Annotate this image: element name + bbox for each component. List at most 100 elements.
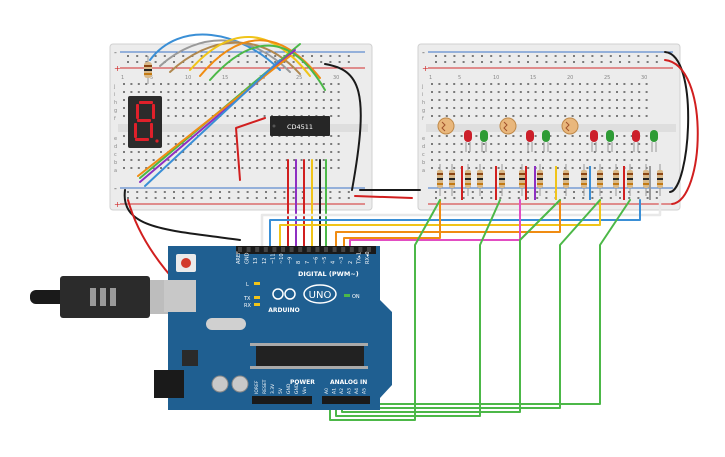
breadboard-hole[interactable] bbox=[638, 83, 641, 85]
breadboard-hole[interactable] bbox=[241, 99, 244, 101]
rail-hole[interactable] bbox=[573, 191, 575, 193]
rail-hole[interactable] bbox=[655, 197, 658, 199]
breadboard-hole[interactable] bbox=[130, 151, 133, 153]
breadboard-hole[interactable] bbox=[219, 151, 222, 153]
rail-hole[interactable] bbox=[136, 191, 139, 193]
breadboard-hole[interactable] bbox=[482, 115, 485, 117]
breadboard-hole[interactable] bbox=[527, 167, 530, 169]
breadboard-hole[interactable] bbox=[453, 99, 456, 101]
breadboard-hole[interactable] bbox=[152, 167, 155, 169]
breadboard-hole[interactable] bbox=[571, 83, 574, 85]
breadboard-hole[interactable] bbox=[460, 143, 463, 145]
rail-hole[interactable] bbox=[338, 61, 341, 63]
breadboard-hole[interactable] bbox=[431, 99, 433, 101]
breadboard-hole[interactable] bbox=[189, 99, 192, 101]
breadboard-hole[interactable] bbox=[189, 83, 192, 85]
breadboard-hole[interactable] bbox=[482, 159, 485, 161]
breadboard-hole[interactable] bbox=[460, 99, 463, 101]
breadboard-hole[interactable] bbox=[315, 107, 318, 109]
breadboard-hole[interactable] bbox=[308, 99, 310, 101]
rail-hole[interactable] bbox=[536, 197, 539, 199]
led-red[interactable] bbox=[590, 130, 598, 142]
breadboard-hole[interactable] bbox=[167, 83, 170, 85]
breadboard-hole[interactable] bbox=[586, 167, 589, 169]
rail-hole[interactable] bbox=[490, 197, 493, 199]
breadboard-hole[interactable] bbox=[534, 115, 537, 117]
breadboard-hole[interactable] bbox=[593, 83, 596, 85]
breadboard-hole[interactable] bbox=[308, 107, 310, 109]
breadboard-hole[interactable] bbox=[174, 135, 177, 137]
wire-white[interactable] bbox=[260, 198, 662, 252]
breadboard-hole[interactable] bbox=[616, 83, 618, 85]
breadboard-hole[interactable] bbox=[490, 91, 493, 93]
led-green[interactable] bbox=[606, 130, 614, 142]
rail-hole[interactable] bbox=[145, 55, 148, 57]
breadboard-hole[interactable] bbox=[586, 151, 589, 153]
breadboard-hole[interactable] bbox=[549, 83, 552, 85]
rail-hole[interactable] bbox=[311, 61, 313, 63]
rail-hole[interactable] bbox=[444, 197, 447, 199]
breadboard-hole[interactable] bbox=[630, 143, 633, 145]
breadboard-hole[interactable] bbox=[211, 107, 214, 109]
breadboard-hole[interactable] bbox=[211, 143, 214, 145]
wire-pink[interactable] bbox=[349, 199, 521, 251]
breadboard-hole[interactable] bbox=[219, 99, 222, 101]
breadboard-hole[interactable] bbox=[337, 167, 340, 169]
breadboard-hole[interactable] bbox=[638, 151, 641, 153]
breadboard-hole[interactable] bbox=[438, 91, 441, 93]
digital-pin[interactable] bbox=[255, 247, 260, 252]
breadboard-hole[interactable] bbox=[475, 135, 478, 137]
breadboard-hole[interactable] bbox=[234, 159, 236, 161]
breadboard-hole[interactable] bbox=[438, 143, 441, 145]
rail-hole[interactable] bbox=[536, 191, 539, 193]
rail-hole[interactable] bbox=[154, 55, 157, 57]
breadboard-hole[interactable] bbox=[571, 107, 574, 109]
breadboard-hole[interactable] bbox=[482, 143, 485, 145]
breadboard-hole[interactable] bbox=[241, 115, 244, 117]
rail-hole[interactable] bbox=[655, 61, 658, 63]
rail-hole[interactable] bbox=[462, 55, 465, 57]
breadboard-hole[interactable] bbox=[130, 91, 133, 93]
breadboard-hole[interactable] bbox=[174, 91, 177, 93]
wire-orange-2[interactable] bbox=[137, 55, 291, 177]
breadboard-hole[interactable] bbox=[468, 107, 470, 109]
breadboard-hole[interactable] bbox=[300, 143, 303, 145]
breadboard-hole[interactable] bbox=[453, 135, 456, 137]
rail-hole[interactable] bbox=[219, 197, 221, 199]
rail-hole[interactable] bbox=[609, 61, 612, 63]
rail-hole[interactable] bbox=[209, 197, 212, 199]
power-header[interactable] bbox=[252, 396, 312, 404]
rail-hole[interactable] bbox=[527, 61, 529, 63]
breadboard-hole[interactable] bbox=[174, 99, 177, 101]
breadboard-hole[interactable] bbox=[241, 107, 244, 109]
breadboard-hole[interactable] bbox=[322, 167, 325, 169]
rail-hole[interactable] bbox=[453, 55, 456, 57]
rail-hole[interactable] bbox=[292, 61, 295, 63]
breadboard-hole[interactable] bbox=[263, 151, 266, 153]
wire-orange-4[interactable] bbox=[343, 199, 441, 251]
rail-hole[interactable] bbox=[228, 197, 231, 199]
rail-hole[interactable] bbox=[347, 191, 350, 193]
rail-hole[interactable] bbox=[347, 61, 350, 63]
breadboard-hole[interactable] bbox=[616, 151, 618, 153]
breadboard-hole[interactable] bbox=[623, 99, 626, 101]
rail-hole[interactable] bbox=[127, 55, 129, 57]
breadboard-hole[interactable] bbox=[601, 99, 604, 101]
breadboard-hole[interactable] bbox=[438, 159, 441, 161]
breadboard-hole[interactable] bbox=[263, 99, 266, 101]
breadboard-hole[interactable] bbox=[490, 151, 493, 153]
usb-cable[interactable] bbox=[30, 276, 178, 318]
breadboard-hole[interactable] bbox=[431, 107, 433, 109]
rail-hole[interactable] bbox=[637, 191, 640, 193]
wire-blue-2[interactable] bbox=[144, 59, 281, 187]
rail-hole[interactable] bbox=[545, 197, 548, 199]
breadboard-hole[interactable] bbox=[137, 91, 140, 93]
breadboard-hole[interactable] bbox=[263, 91, 266, 93]
breadboard-hole[interactable] bbox=[182, 107, 185, 109]
breadboard-hole[interactable] bbox=[534, 99, 537, 101]
breadboard-hole[interactable] bbox=[490, 83, 493, 85]
breadboard-hole[interactable] bbox=[123, 143, 125, 145]
breadboard-hole[interactable] bbox=[519, 107, 522, 109]
breadboard-hole[interactable] bbox=[204, 107, 207, 109]
rail-hole[interactable] bbox=[444, 191, 447, 193]
